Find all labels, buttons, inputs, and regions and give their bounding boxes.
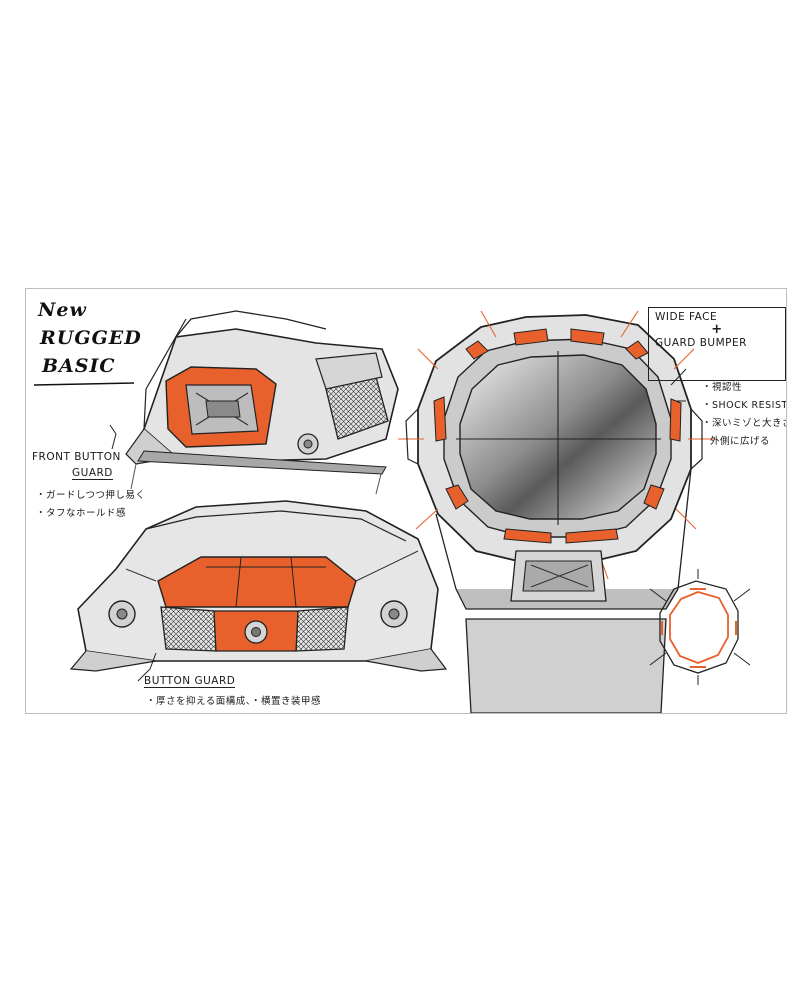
sketch-sheet: New RUGGED BASIC FRONT BUTTON GUARD ・ガード… (25, 288, 787, 714)
wide-face-note-1: ・視認性 (702, 382, 743, 393)
bezel-detail-sketch (649, 569, 751, 685)
wide-face-note-3: ・深いミゾと大きさで (702, 418, 786, 429)
front-button-guard-note-1: ・ガードしつつ押し易く (36, 490, 146, 501)
front-view-watch-sketch (125, 310, 399, 495)
title-line-2: RUGGED (40, 327, 142, 349)
button-guard-heading: BUTTON GUARD (144, 675, 236, 688)
wide-face-plus: + (711, 322, 723, 337)
title-underline (33, 382, 135, 386)
title-line-1: New (38, 299, 87, 321)
wide-face-note-2: ・SHOCK RESIST (702, 400, 787, 411)
wide-face-box: WIDE FACE + GUARD BUMPER (648, 307, 786, 381)
front-button-guard-note-2: ・タフなホールド感 (36, 508, 127, 519)
sketch-artwork (33, 310, 751, 713)
button-guard-leader (137, 652, 157, 682)
wide-face-line-1: WIDE FACE (655, 311, 718, 323)
wide-face-line-2: GUARD BUMPER (655, 337, 747, 349)
button-guard-note: ・厚さを抑える面構成、・横置き装甲感 (146, 696, 321, 707)
front-guard-leader (109, 424, 117, 450)
side-view-watch-sketch (69, 500, 448, 672)
title-line-3: BASIC (42, 355, 116, 377)
wide-face-note-4: 外側に広げる (710, 436, 771, 447)
front-button-guard-heading-1: FRONT BUTTON (32, 451, 121, 463)
front-button-guard-heading-2: GUARD (72, 467, 113, 480)
wide-face-leader (670, 368, 687, 402)
top-view-watch-sketch (398, 310, 716, 713)
